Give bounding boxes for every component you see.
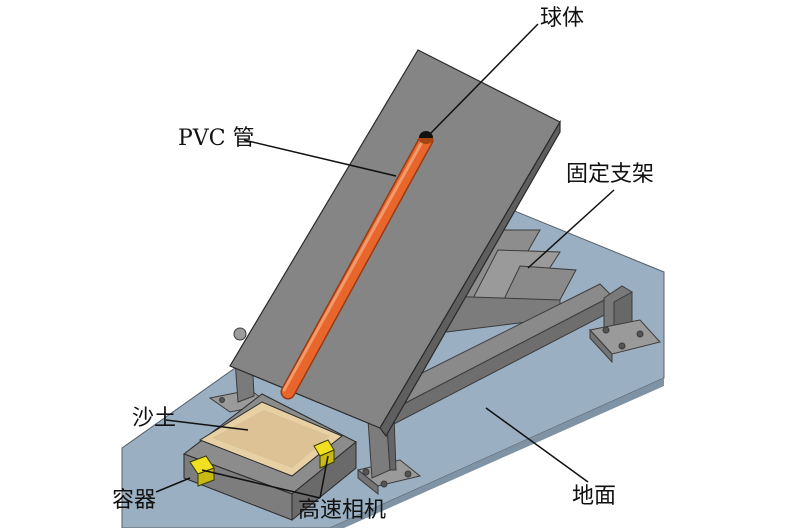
label-container: 容器 bbox=[112, 488, 157, 513]
label-fixed-support: 固定支架 bbox=[566, 162, 655, 187]
high-speed-camera-right bbox=[313, 439, 335, 469]
label-high-speed-camera: 高速相机 bbox=[298, 498, 387, 523]
label-ground: 地面 bbox=[572, 484, 617, 509]
label-pvc-pipe: PVC 管 bbox=[178, 126, 255, 151]
label-sand: 沙土 bbox=[132, 406, 177, 431]
leader-lines bbox=[155, 23, 615, 499]
high-speed-camera-left bbox=[189, 455, 215, 487]
pvc-pipe bbox=[280, 132, 434, 400]
label-ball: 球体 bbox=[540, 6, 585, 31]
fixed-support-frame bbox=[208, 229, 661, 496]
ball bbox=[419, 131, 433, 138]
